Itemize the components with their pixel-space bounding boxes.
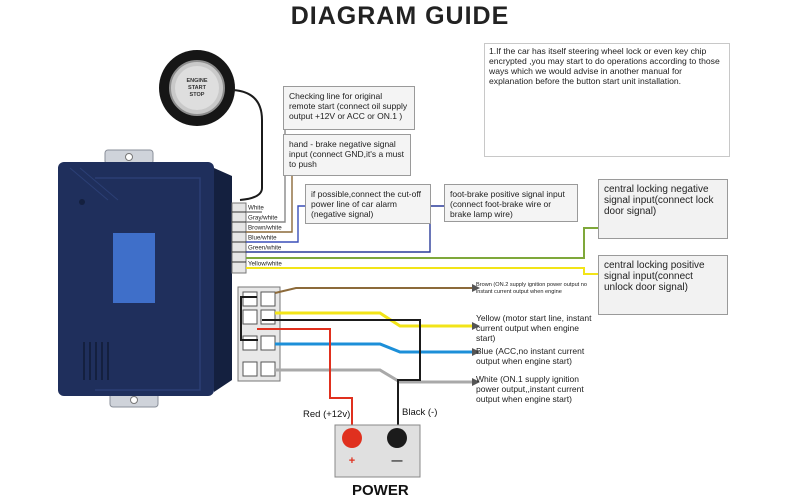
- engine-start-button-icon: ENGINE START STOP: [159, 50, 235, 126]
- output-blue-label: Blue (ACC,no instant current output when…: [476, 346, 585, 366]
- wire-label: Green/white: [248, 245, 282, 252]
- callout-handbrake: hand - brake negative signal input (conn…: [283, 134, 411, 176]
- callout-foot-brake: foot-brake positive signal input (connec…: [444, 184, 578, 222]
- button-text-line: ENGINE: [186, 78, 207, 84]
- signal-connector: [231, 202, 247, 274]
- power-connector: [237, 286, 281, 382]
- black-terminal-label: Black (-): [402, 407, 438, 418]
- wire-label: Yellow/white: [248, 261, 282, 268]
- battery-minus: —: [392, 455, 403, 467]
- output-white-label: White (ON.1 supply ignition power output…: [476, 374, 584, 404]
- callout-central-locking-negative: central locking negative signal input(co…: [598, 179, 728, 239]
- power-caption: POWER: [352, 482, 409, 499]
- page-title: DIAGRAM GUIDE: [290, 2, 510, 30]
- output-yellow-label: Yellow (motor start line, instant curren…: [476, 313, 592, 343]
- wire-label: Blue/white: [248, 235, 277, 242]
- battery-icon: + —: [334, 424, 421, 478]
- button-text-line: START: [188, 85, 207, 91]
- output-brown-label: Brown (ON.2 supply ignition power output…: [476, 282, 588, 295]
- wire-label: Gray/white: [248, 215, 278, 222]
- button-cable: [232, 89, 263, 201]
- callout-cutoff-power: if possible,connect the cut-off power li…: [305, 184, 431, 224]
- button-text-line: STOP: [190, 92, 205, 98]
- note-box: 1.If the car has itself steering wheel l…: [484, 43, 730, 157]
- wire-label: White: [248, 205, 264, 212]
- battery-plus: +: [349, 455, 355, 467]
- red-terminal-label: Red (+12v): [303, 409, 351, 420]
- callout-checking-line: Checking line for original remote start …: [283, 86, 415, 130]
- control-module: [58, 149, 232, 408]
- callout-central-locking-positive: central locking positive signal input(co…: [598, 255, 728, 315]
- wire-label: Brown/white: [248, 225, 282, 232]
- note-text: 1.If the car has itself steering wheel l…: [489, 46, 720, 86]
